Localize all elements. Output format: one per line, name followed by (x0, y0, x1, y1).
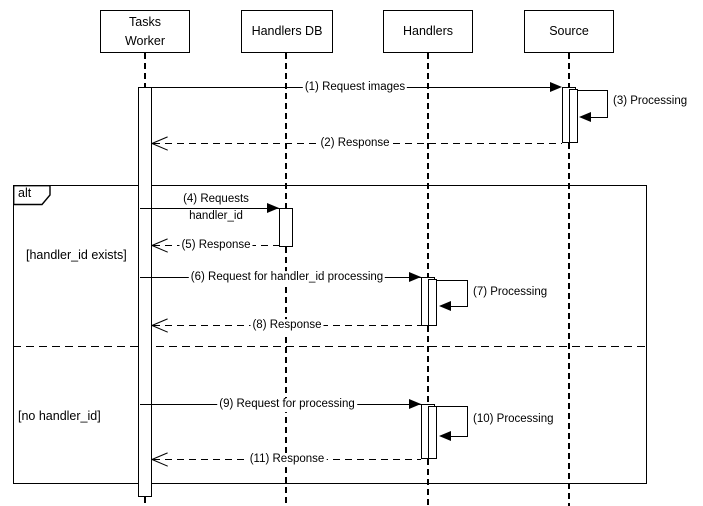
message-10-arrowhead-icon (439, 430, 451, 441)
message-3-line (590, 117, 608, 119)
message-3-line (606, 90, 608, 118)
message-1-arrowhead-icon (550, 81, 562, 92)
guard-no-handler-id: [no handler_id] (18, 409, 101, 423)
lifeline-head-label: Source (549, 24, 589, 39)
lifeline-head-label: Handlers DB (251, 24, 323, 39)
lifeline-head-handlers-db: Handlers DB (241, 10, 333, 53)
lifeline-source (568, 53, 570, 87)
message-9-arrowhead-icon (409, 398, 421, 409)
message-10-line (466, 406, 468, 437)
lifeline-handlers (427, 53, 429, 277)
message-4-line (140, 208, 279, 210)
alt-operator-label: alt (18, 186, 32, 200)
message-9-label: (9) Request for processing (217, 398, 357, 412)
message-7-label: (7) Processing (472, 286, 549, 300)
alt-operator-pentagon (13, 185, 51, 206)
message-10-label: (10) Processing (472, 413, 555, 427)
lifeline-tasks-worker (144, 53, 146, 87)
message-6-label: (6) Request for handler_id processing (188, 271, 386, 285)
activation-handlers-1-nested (428, 279, 437, 326)
alt-separator (13, 346, 647, 348)
lifeline-handlers-db (285, 247, 287, 506)
message-3-arrowhead-icon (579, 111, 591, 122)
message-7-line (466, 280, 468, 307)
message-7-line (450, 306, 468, 308)
activation-handlers-db (279, 208, 293, 247)
activation-handlers-2-nested (428, 406, 437, 459)
message-3-label: (3) Processing (612, 95, 689, 109)
message-8-label: (8) Response (250, 319, 324, 333)
message-3-line (577, 90, 608, 92)
message-2-label: (2) Response (318, 137, 392, 151)
message-10-line (450, 436, 468, 438)
message-1-label: (1) Request images (302, 81, 408, 95)
lifeline-head-label: Tasks Worker (124, 15, 166, 48)
lifeline-head-tasks-worker: Tasks Worker (100, 10, 190, 53)
alt-frame (13, 185, 647, 484)
message-7-line (437, 280, 468, 282)
lifeline-handlers-db (285, 53, 287, 208)
message-11-label: (11) Response (247, 453, 327, 467)
lifeline-head-label: Handlers (402, 24, 454, 39)
guard-handler-id-exists: [handler_id exists] (26, 248, 127, 262)
message-4-label: (4) Requests (181, 193, 251, 207)
message-5-label: (5) Response (179, 239, 253, 253)
message-4-arrowhead-icon (267, 202, 279, 213)
activation-source-nested (569, 89, 578, 143)
message-10-line (437, 406, 468, 408)
message-7-arrowhead-icon (439, 300, 451, 311)
activation-tasks-worker (138, 87, 152, 497)
lifeline-handlers (427, 326, 429, 404)
lifeline-handlers (427, 459, 429, 506)
message-4-label: handler_id (187, 210, 245, 224)
lifeline-tasks-worker (144, 497, 146, 506)
lifeline-head-source: Source (524, 10, 614, 53)
message-6-arrowhead-icon (409, 271, 421, 282)
lifeline-head-handlers: Handlers (383, 10, 473, 53)
lifeline-source (568, 143, 570, 506)
